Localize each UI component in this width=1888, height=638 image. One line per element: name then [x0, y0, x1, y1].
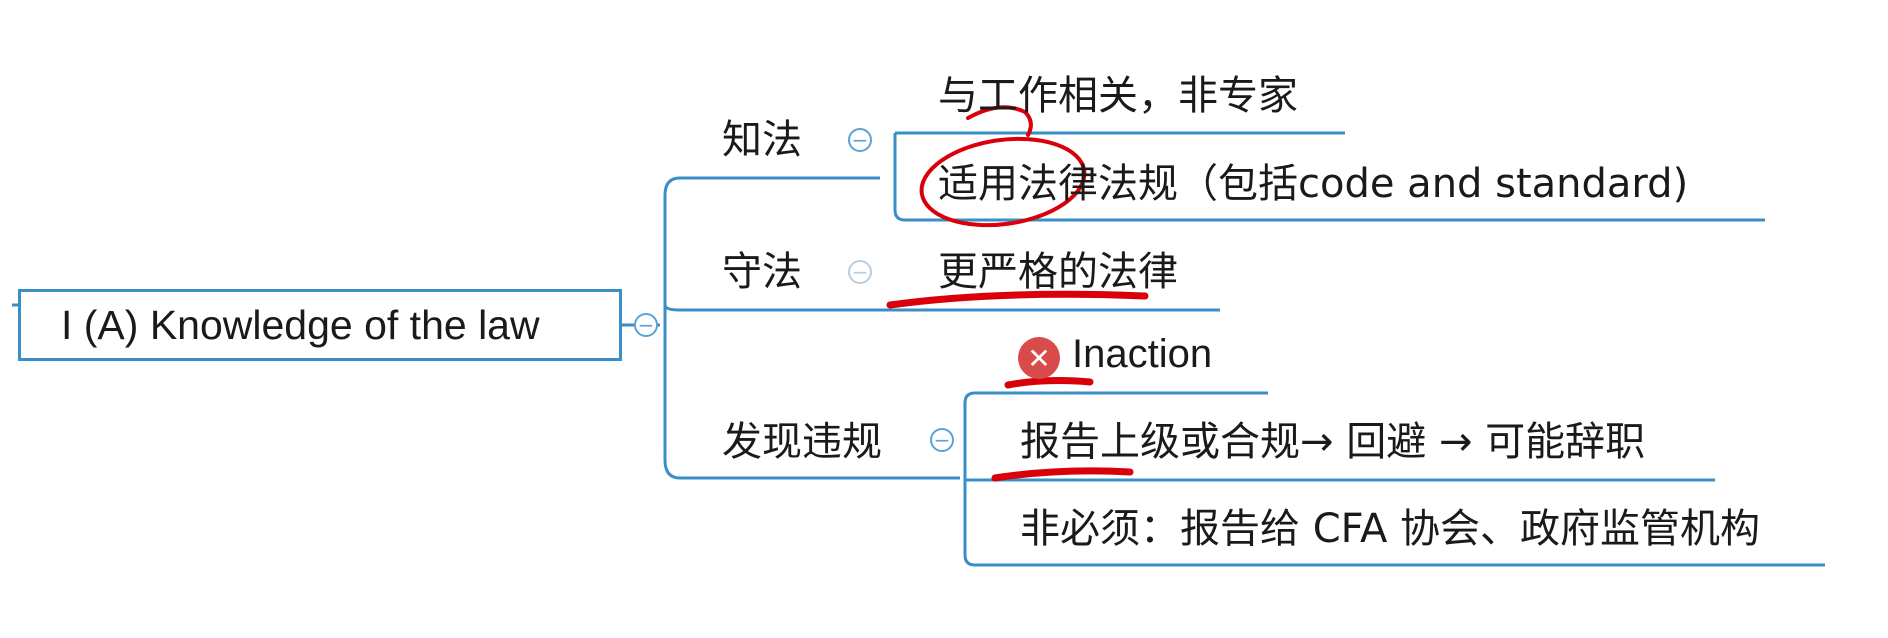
main-spine-line [663, 176, 681, 480]
branch-3-child-1-label[interactable]: Inaction [1072, 332, 1213, 376]
branch-2-child-1-label[interactable]: 更严格的法律 [938, 249, 1178, 295]
annotation-underline-2 [1004, 377, 1094, 389]
annotation-circle [919, 136, 1087, 228]
annotation-underline-3 [991, 467, 1134, 482]
branch-1-child-1-label[interactable]: 与工作相关，非专家 [938, 73, 1298, 119]
branch-1-child-2-label[interactable]: 适用法律法规（包括code and standard) [938, 161, 1689, 207]
branch-1-label[interactable]: 知法 [722, 117, 802, 163]
collapse-icon[interactable]: − [930, 428, 954, 452]
branch-3-child-2-label[interactable]: 报告上级或合规→ 回避 → 可能辞职 [1020, 419, 1646, 465]
annotation-hook-stroke [966, 105, 1033, 137]
branch-2-label[interactable]: 守法 [722, 249, 802, 295]
error-icon: ✕ [1018, 337, 1060, 379]
spine-branch-2-curve [663, 304, 681, 312]
branch-1-bracket [893, 133, 906, 222]
branch-3-label[interactable]: 发现违规 [722, 419, 882, 465]
root-label: I (A) Knowledge of the law [61, 301, 540, 348]
annotation-underline-1 [886, 290, 1149, 309]
collapse-icon[interactable]: − [848, 260, 872, 284]
collapse-icon[interactable]: − [634, 313, 658, 337]
root-node[interactable]: I (A) Knowledge of the law [18, 289, 622, 361]
collapse-icon[interactable]: − [848, 128, 872, 152]
branch-3-child-3-label[interactable]: 非必须：报告给 CFA 协会、政府监管机构 [1020, 506, 1761, 552]
